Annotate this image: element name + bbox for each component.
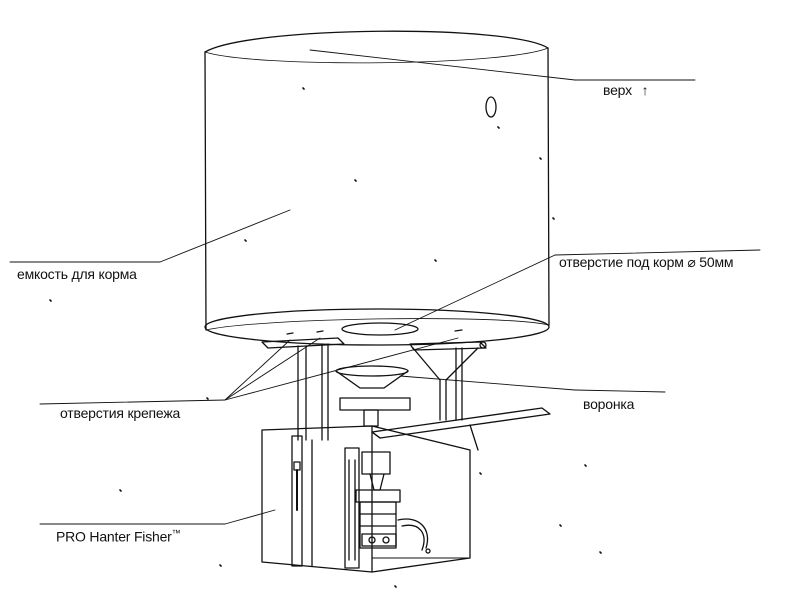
label-feed-hole-text: отверстие под корм	[559, 254, 684, 270]
device-box	[262, 426, 470, 572]
label-mount-holes: отверстия крепежа	[60, 405, 180, 421]
label-funnel-text: воронка	[583, 396, 635, 412]
label-container: емкость для корма	[17, 266, 137, 282]
feed-hole	[342, 323, 418, 335]
up-arrow-icon: ↑	[641, 82, 649, 98]
mount-brackets	[262, 338, 486, 440]
leader-lines	[10, 50, 760, 524]
label-top-text: верх	[603, 82, 632, 98]
leader-device	[225, 510, 275, 524]
device-lid	[372, 408, 550, 450]
leader-mount-1	[225, 340, 290, 400]
leader-feed-hole	[395, 255, 555, 330]
leader-funnel	[400, 376, 575, 390]
leader-mount-3	[225, 338, 458, 400]
label-container-text: емкость для корма	[17, 266, 137, 282]
trademark-sign: ™	[171, 528, 181, 538]
label-mount-holes-text: отверстия крепежа	[60, 405, 181, 421]
label-feed-hole-diameter: ⌀ 50мм	[687, 254, 734, 270]
feed-container	[205, 31, 549, 345]
scan-noise	[50, 88, 601, 587]
label-device-text: PRO Hanter Fisher	[56, 528, 172, 545]
leader-mount-2	[225, 338, 320, 400]
leader-top	[310, 50, 575, 80]
label-feed-hole: отверстие под корм ⌀ 50мм	[559, 254, 734, 271]
leader-container	[160, 210, 290, 262]
label-device: PRO Hanter Fisher™	[56, 528, 181, 545]
label-funnel: воронка	[583, 396, 634, 412]
side-hole	[486, 97, 496, 117]
label-top: верх ↑	[603, 82, 649, 98]
